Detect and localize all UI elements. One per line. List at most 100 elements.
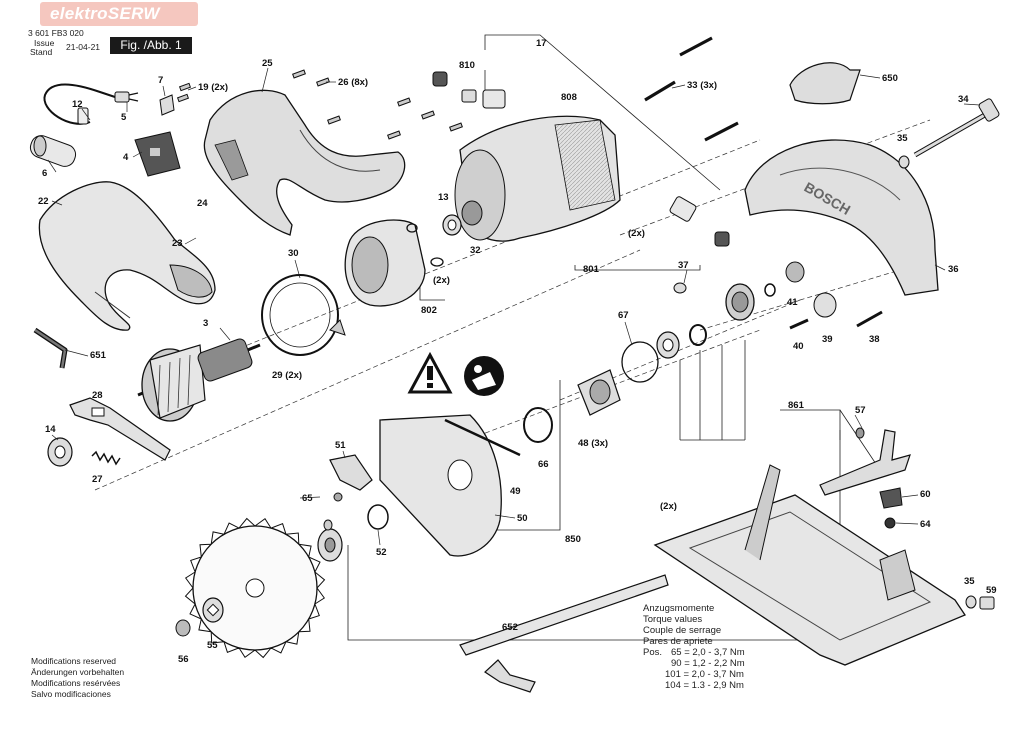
torque-row-90: 90 = 1,2 - 2,2 Nm	[671, 658, 745, 669]
part-labels: 12 7 19 (2x) 25 26 (8x) 810 17 33 (3x) 6…	[38, 38, 997, 665]
screws-26	[176, 69, 463, 140]
watermark-logo: elektroSERW	[40, 2, 198, 26]
part-label-52: 52	[376, 547, 387, 558]
part-label-28: 28	[92, 390, 103, 401]
part-label-19: 19 (2x)	[198, 82, 228, 93]
part-label-22: 22	[38, 196, 49, 207]
bottom-right-parts	[965, 595, 995, 610]
part-label-35-top: 35	[897, 133, 908, 144]
part-label-23: 23	[172, 238, 183, 249]
part-label-12: 12	[72, 99, 83, 110]
part-label-2x-801: (2x)	[628, 228, 645, 239]
read-manual-icon	[464, 356, 504, 396]
handle	[38, 181, 216, 331]
notice-es: Salvo modificaciones	[31, 689, 111, 699]
part-label-48: 48 (3x)	[578, 438, 608, 449]
part-label-37: 37	[678, 260, 689, 271]
issue-label: Issue	[34, 38, 55, 48]
part-label-652: 652	[502, 622, 518, 633]
part-label-38: 38	[869, 334, 880, 345]
small-parts-right	[673, 261, 883, 330]
bracket-57	[819, 427, 911, 496]
part-label-49: 49	[510, 486, 521, 497]
part-label-66: 66	[538, 459, 549, 470]
cable-sleeve	[29, 135, 77, 167]
lever-650	[789, 62, 861, 105]
part-label-4: 4	[123, 152, 129, 163]
part-label-651: 651	[90, 350, 107, 361]
torque-pos-label: Pos.	[643, 647, 663, 658]
part-label-64: 64	[920, 519, 931, 530]
bearing-13	[442, 200, 483, 236]
part-label-29: 29 (2x)	[272, 370, 302, 381]
part-label-3: 3	[203, 318, 208, 329]
part-label-650: 650	[882, 73, 898, 84]
part-label-6: 6	[42, 168, 47, 179]
bearing-flange	[577, 369, 621, 416]
part-label-802: 802	[421, 305, 437, 316]
fan-baffle	[261, 274, 346, 356]
part-label-33: 33 (3x)	[687, 80, 717, 91]
ring-66	[523, 407, 553, 443]
part-label-808: 808	[561, 92, 577, 103]
issue-date: 21-04-21	[66, 42, 101, 52]
stand-label: Stand	[30, 47, 53, 57]
part-label-35-bottom: 35	[964, 576, 975, 587]
part-label-861: 861	[788, 400, 805, 411]
spring-27	[91, 450, 121, 466]
part-label-60: 60	[920, 489, 931, 500]
upper-guard: BOSCH	[744, 139, 939, 296]
notice-fr: Modifications resérvées	[31, 678, 121, 688]
part-label-17: 17	[536, 38, 547, 49]
torque-row-104: 104 = 1.3 - 2,9 Nm	[665, 680, 744, 691]
nut-64	[884, 517, 896, 529]
part-label-810: 810	[459, 60, 475, 71]
torque-row-65: 65 = 2,0 - 3,7 Nm	[671, 647, 745, 658]
part-label-7: 7	[158, 75, 163, 86]
outer-washer	[202, 597, 224, 623]
watermark-text: elektroSERW	[50, 4, 160, 23]
lower-guard	[379, 414, 521, 557]
parallel-guide	[459, 574, 669, 693]
torque-title-es: Pares de apriete	[643, 636, 713, 647]
part-label-14: 14	[45, 424, 56, 435]
part-label-850: 850	[565, 534, 581, 545]
part-label-57: 57	[855, 405, 866, 416]
clamping-flange	[317, 492, 343, 562]
saw-blade	[184, 517, 326, 659]
allen-key	[33, 327, 68, 369]
notice-en: Modifications reserved	[31, 656, 117, 666]
part-label-50: 50	[517, 513, 528, 524]
part-label-40: 40	[793, 341, 804, 352]
brush-holder	[432, 71, 730, 247]
stator	[344, 219, 444, 307]
part-label-65: 65	[302, 493, 313, 504]
part-label-801: 801	[583, 264, 600, 275]
part-label-13: 13	[438, 192, 449, 203]
cable-clamp	[159, 94, 175, 116]
switch	[134, 131, 181, 177]
shaft-34	[913, 98, 1000, 158]
torque-title-de: Anzugsmomente	[643, 603, 715, 614]
blade-teeth	[184, 517, 326, 659]
part-label-32: 32	[470, 245, 481, 256]
part-label-55: 55	[207, 640, 218, 651]
base-plate	[653, 464, 966, 666]
motor-housing	[454, 115, 621, 242]
part-label-2x-base: (2x)	[660, 501, 677, 512]
part-label-30: 30	[288, 248, 299, 259]
part-label-36: 36	[948, 264, 959, 275]
part-label-39: 39	[822, 334, 833, 345]
part-label-5: 5	[121, 112, 127, 123]
label-leaders	[47, 67, 981, 546]
knob-60	[879, 487, 903, 509]
warning-triangle-icon	[407, 351, 453, 394]
part-label-25: 25	[262, 58, 273, 69]
power-cable	[43, 83, 139, 125]
part-label-67: 67	[618, 310, 629, 321]
figure-label: Fig. /Abb. 1	[110, 37, 192, 54]
notice-de: Änderungen vorbehalten	[31, 667, 125, 677]
part-label-41: 41	[787, 297, 798, 308]
spindle-lock	[69, 397, 171, 461]
